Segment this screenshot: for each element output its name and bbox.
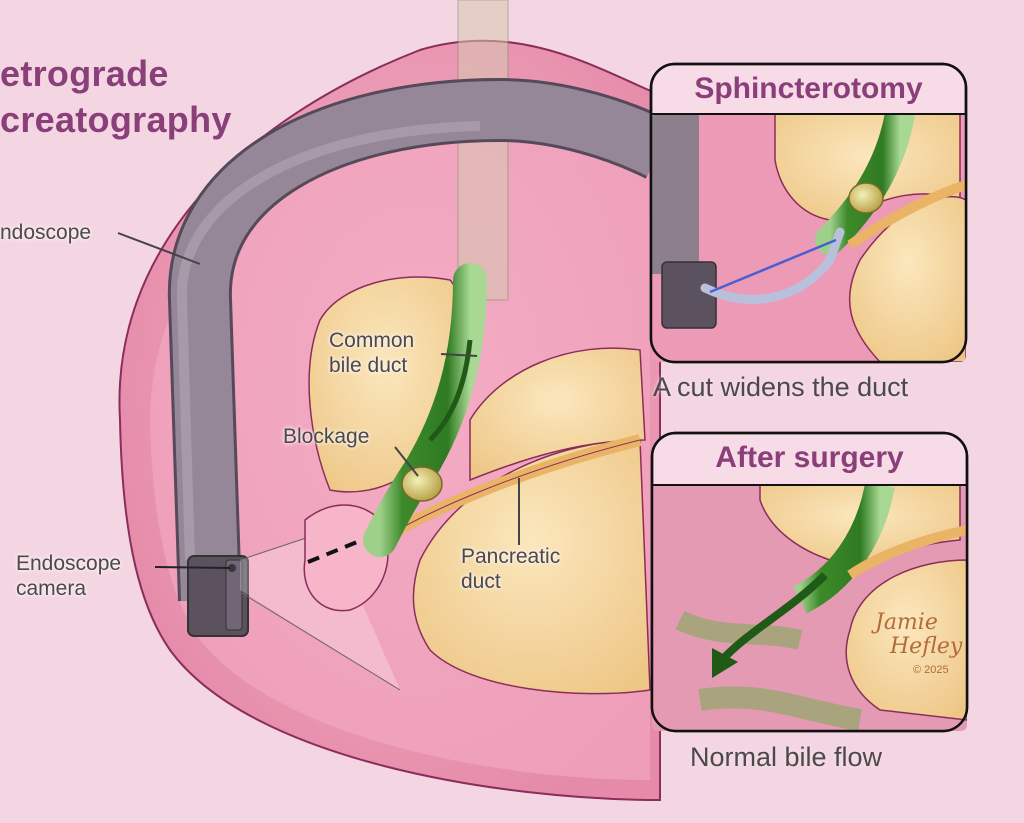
- label-endoscope-camera-1: Endoscope: [16, 552, 122, 575]
- cutting-wire: [709, 238, 837, 294]
- inset-title-sphincterotomy: Sphincterotomy: [694, 72, 923, 105]
- common-bile-duct: [363, 263, 487, 557]
- label-blockage: Blockage: [283, 425, 370, 448]
- camera-leader: [154, 566, 231, 569]
- label-pancreatic-duct-1: Pancreatic: [461, 545, 561, 568]
- inset-sphincterotomy: [649, 62, 968, 364]
- normal-bile-flow-arrow: [719, 572, 828, 663]
- title-line-1: etrograde: [0, 53, 169, 94]
- inset-after-surgery: [650, 431, 969, 733]
- blockage-leader: [394, 446, 419, 477]
- endoscope-leader: [117, 232, 201, 265]
- copyright-notice: © 2025: [913, 664, 949, 676]
- artist-signature-line-1: Jamie: [875, 610, 938, 635]
- label-common-bile-duct-2: bile duct: [329, 354, 408, 377]
- artist-signature-line-2: Hefley: [890, 634, 963, 659]
- cut-line: [307, 538, 363, 564]
- sphincterotome-catheter: [700, 227, 845, 304]
- bile-duct-upper-segment: [457, 0, 509, 301]
- camera-lens: [228, 564, 236, 572]
- inset-caption-sphincterotomy: A cut widens the duct: [653, 372, 909, 402]
- pancreas-upper: [469, 347, 646, 482]
- cbd-leader: [440, 353, 478, 357]
- label-pancreatic-duct-2: duct: [461, 570, 501, 593]
- label-common-bile-duct-1: Common: [329, 329, 415, 352]
- inset-caption-after-surgery: Normal bile flow: [690, 742, 883, 772]
- camera-view-cone: [240, 530, 400, 690]
- label-endoscope: ndoscope: [0, 221, 92, 244]
- label-endoscope-camera-2: camera: [16, 577, 87, 600]
- gallstone-blockage: [401, 466, 443, 502]
- title-line-2: creatography: [0, 99, 232, 140]
- inset-title-after-surgery: After surgery: [715, 441, 904, 474]
